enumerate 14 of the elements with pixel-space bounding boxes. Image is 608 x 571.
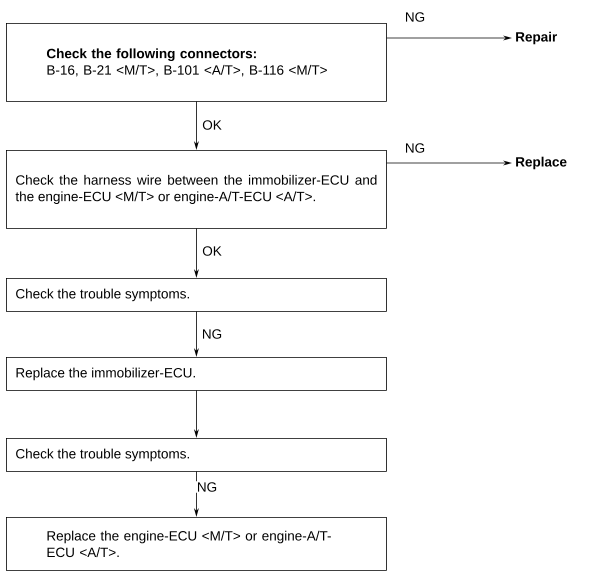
step-box: Check the following connectors: B-16, B-21 <M/T>, B-101 <A/T>, B-116 <M/T> [6,23,387,102]
outcome-text: Repair [516,32,558,44]
edge-label: NG [404,11,426,23]
step-box: Check the harness wire between the immobilizer-ECU and the engine-ECU <M/T> or engine-A/T-ECU <A/T>. [6,150,387,229]
edge-label: NG [196,481,218,493]
step-box: Replace the engine-ECU <M/T> or engine-A/T-ECU <A/T>. [6,517,387,571]
edge-label: OK [201,245,223,257]
outcome-text: Replace [516,156,567,170]
edge-label: NG [200,328,224,340]
step-box: Replace the immobilizer-ECU. [6,357,387,391]
step-box: Check the trouble symptoms. [6,278,387,312]
step-box: Check the trouble symptoms. [6,438,387,472]
edge-label: NG [404,142,426,154]
edge-label: OK [201,119,223,131]
